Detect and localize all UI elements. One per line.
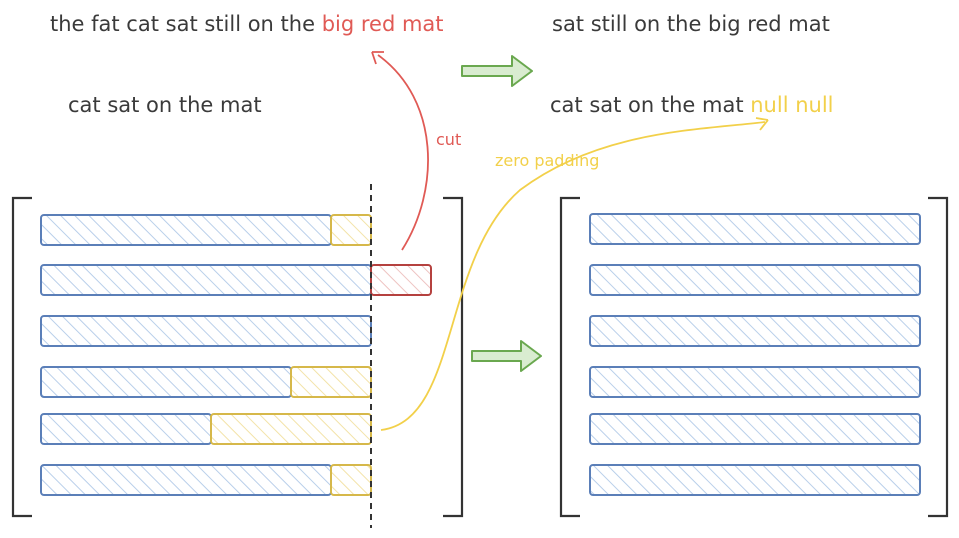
cut-arrow: [377, 54, 429, 251]
left-row-2-cut-overflow: [370, 264, 432, 296]
zero-padding-label: zero padding: [495, 151, 600, 170]
left-row-4-tokens: [40, 366, 292, 398]
right-row-3: [589, 315, 921, 347]
left-row-2-tokens: [40, 264, 372, 296]
cut-label: cut: [436, 130, 462, 149]
left-row-5-padding: [210, 413, 372, 445]
left-row-3-tokens: [40, 315, 372, 347]
left-row-6-tokens: [40, 464, 332, 496]
cut-arrowhead: [371, 51, 384, 65]
left-matrix-bracket-left: [11, 196, 32, 518]
right-row-6: [589, 464, 921, 496]
left-row-5: [40, 413, 372, 445]
left-row-2: [40, 264, 432, 296]
right-row-4: [589, 366, 921, 398]
left-row-4: [40, 366, 372, 398]
padded-sentence-nulls: null null: [750, 93, 834, 117]
zero-padding-arrowhead: [755, 117, 769, 131]
right-row-5: [589, 413, 921, 445]
long-sentence-cut-part: big red mat: [321, 12, 444, 36]
long-sentence: the fat cat sat still on the big red mat: [50, 12, 444, 36]
left-row-5-tokens: [40, 413, 212, 445]
right-row-2: [589, 264, 921, 296]
left-row-6: [40, 464, 372, 496]
left-row-1: [40, 214, 372, 246]
padded-sentence: cat sat on the mat null null: [550, 93, 834, 117]
left-matrix-bracket-right: [443, 196, 464, 518]
zero-padding-arrow: [380, 121, 766, 431]
padded-sentence-words: cat sat on the mat: [550, 93, 751, 117]
left-row-3: [40, 315, 372, 347]
right-matrix-bracket-right: [928, 196, 949, 518]
left-row-4-padding: [290, 366, 372, 398]
right-rows: [589, 213, 921, 496]
right-row-1: [589, 213, 921, 245]
cut-result-sentence: sat still on the big red mat: [552, 12, 830, 36]
left-row-1-tokens: [40, 214, 332, 246]
short-sentence: cat sat on the mat: [68, 93, 262, 117]
left-row-1-padding: [330, 214, 372, 246]
left-row-6-padding: [330, 464, 372, 496]
right-matrix-bracket-left: [559, 196, 580, 518]
top-transform-arrow: [461, 55, 533, 87]
long-sentence-kept: the fat cat sat still on the: [50, 12, 322, 36]
matrix-transform-arrow: [471, 340, 542, 372]
